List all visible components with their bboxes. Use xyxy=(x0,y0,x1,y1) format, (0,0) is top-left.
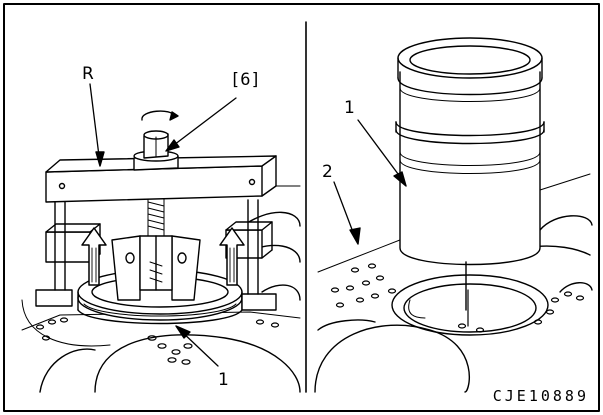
figure-code: CJE10889 xyxy=(492,387,589,405)
label-r: R xyxy=(82,64,94,84)
label-tool-6: [6] xyxy=(230,70,261,90)
diagram-frame xyxy=(3,3,600,412)
left-panel-illustration xyxy=(21,83,301,393)
label-part-1-right: 1 xyxy=(344,98,355,118)
label-part-2: 2 xyxy=(322,162,333,182)
right-panel-illustration xyxy=(314,37,593,393)
label-part-1-left: 1 xyxy=(218,370,229,390)
